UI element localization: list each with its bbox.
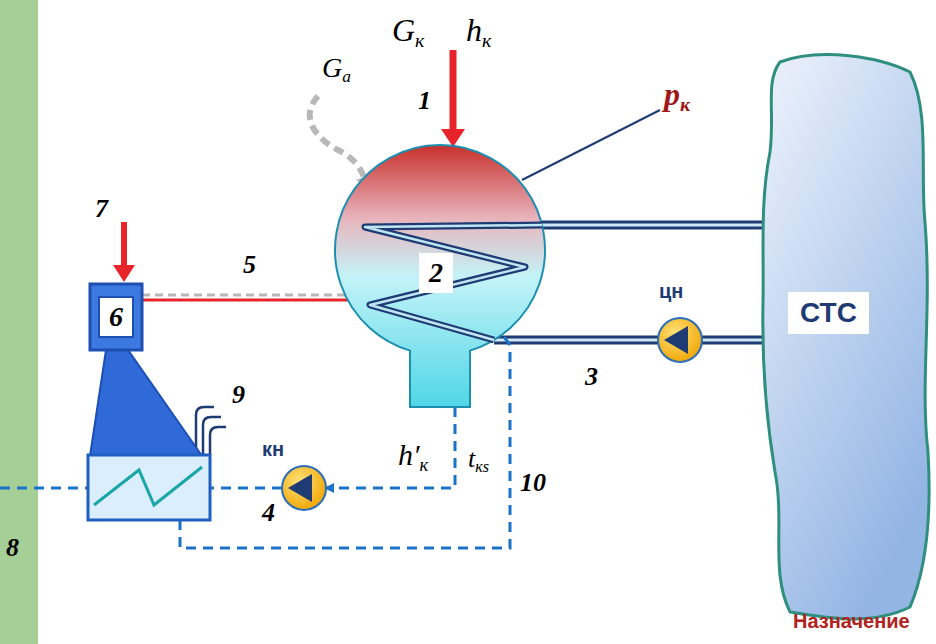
node-label: кн xyxy=(262,438,284,461)
condensate-line xyxy=(326,407,455,488)
condensate-line xyxy=(326,407,455,488)
callout-label: h′к xyxy=(398,438,428,476)
condensate-line xyxy=(210,487,282,490)
heading-text: Назначение xyxy=(793,610,910,633)
callout-label: 3 xyxy=(585,362,598,392)
tube-bundle-core xyxy=(365,225,542,340)
pipe-core xyxy=(542,224,764,227)
callout-label: 9 xyxy=(232,380,245,410)
pipe-wall xyxy=(494,336,658,345)
callout-label: 4 xyxy=(262,498,275,528)
callout-label: 7 xyxy=(95,194,108,224)
callout-label: hк xyxy=(466,12,491,52)
tube-bundle xyxy=(365,225,542,340)
node-label: 2 xyxy=(419,253,453,293)
callout-label: 1 xyxy=(418,86,431,116)
node-label: цн xyxy=(659,280,683,303)
water-pipe xyxy=(542,225,764,226)
vent-stroke xyxy=(210,427,226,455)
steam-ejector: 6 xyxy=(86,280,206,456)
node-label: 8 xyxy=(6,533,19,563)
pipe-core xyxy=(494,339,658,342)
callout-label: 10 xyxy=(520,468,546,498)
steam-line xyxy=(142,299,348,302)
cooler-coil xyxy=(94,467,202,505)
motive-steam-arrow xyxy=(121,222,127,268)
vent-stroke xyxy=(203,417,221,455)
pipe-core xyxy=(702,339,764,342)
vent-symbol xyxy=(196,407,226,455)
pipe-wall xyxy=(542,221,764,230)
steam-inlet-arrow xyxy=(450,50,457,132)
ejector-head xyxy=(90,284,142,350)
water-pipe xyxy=(494,340,658,341)
node-label: 6 xyxy=(98,296,134,338)
side-strip xyxy=(0,0,38,644)
heat-network-cloud: СТС xyxy=(760,52,934,624)
callout-label: Gк xyxy=(392,12,424,52)
condenser-vessel: 2 xyxy=(335,145,545,410)
motive-arrow-head xyxy=(113,265,135,282)
air-inflow-arrow xyxy=(310,96,366,182)
callout-label: 5 xyxy=(243,250,256,280)
cloud-outline xyxy=(763,55,929,619)
callout-label: Ga xyxy=(322,52,351,87)
pump-triangle xyxy=(664,326,688,354)
air-line xyxy=(142,294,348,297)
callout-label: pк xyxy=(664,76,690,116)
node-label: СТС xyxy=(788,292,869,334)
leader-line xyxy=(522,110,660,180)
pump-body xyxy=(658,318,702,362)
ejector-diffuser xyxy=(90,350,202,456)
node-shape xyxy=(760,52,934,624)
circulation-pump: цн xyxy=(655,280,705,364)
condensate-line xyxy=(210,488,282,489)
pump-triangle xyxy=(288,474,312,502)
pump-body xyxy=(282,466,326,510)
steam-line xyxy=(142,295,348,300)
cooler-box xyxy=(88,455,210,520)
water-pipe xyxy=(702,340,764,341)
ejector-cooler: 8 xyxy=(4,455,214,565)
callout-label: tкs xyxy=(468,444,489,476)
condensate-outlet-line xyxy=(0,487,88,490)
pipe-wall xyxy=(702,336,764,345)
node-shape xyxy=(4,455,214,565)
vessel-shell xyxy=(335,145,545,407)
